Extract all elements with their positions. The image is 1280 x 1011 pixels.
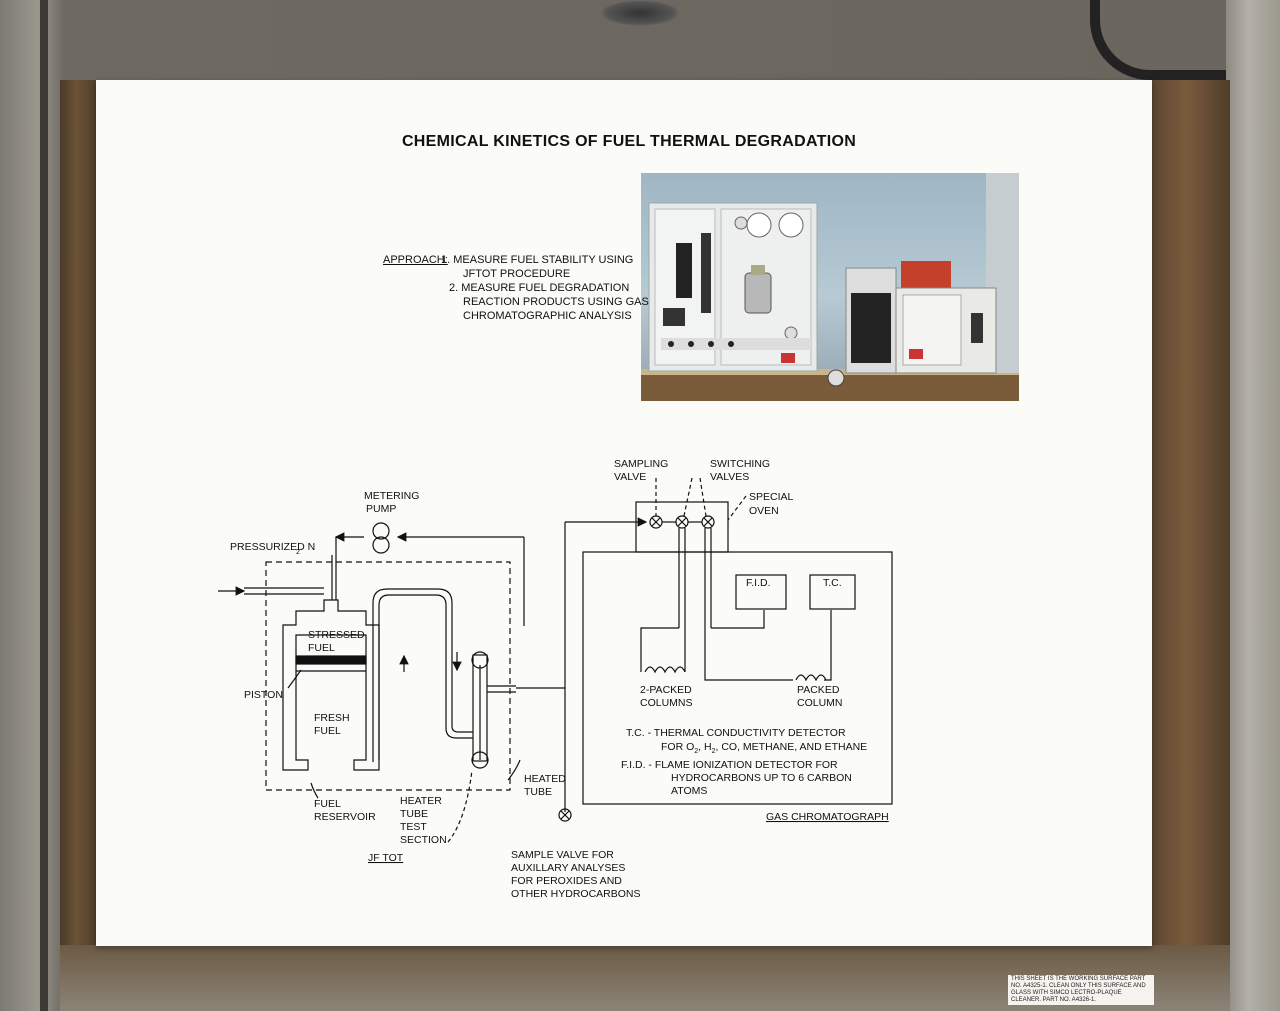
label-reservoir: RESERVOIR bbox=[314, 811, 376, 823]
label-packed: COLUMN bbox=[797, 697, 843, 709]
label-sampling-valve: VALVE bbox=[614, 471, 646, 483]
label-heated: HEATED bbox=[524, 773, 566, 785]
tc-definition: T.C. - THERMAL CONDUCTIVITY DETECTOR bbox=[626, 727, 846, 739]
approach-item: JFTOT PROCEDURE bbox=[463, 268, 571, 280]
special-oven bbox=[635, 501, 729, 553]
label-heated: TUBE bbox=[524, 786, 552, 798]
rod bbox=[40, 0, 48, 1011]
heater-tube-cap-top bbox=[471, 651, 489, 669]
label-gas-chromatograph: GAS CHROMATOGRAPH bbox=[766, 811, 889, 823]
approach-label: APPROACH: bbox=[383, 254, 448, 266]
fid-detector bbox=[735, 574, 787, 610]
label-pressurized-sub: 2 bbox=[296, 549, 300, 556]
approach-item: 2. MEASURE FUEL DEGRADATION bbox=[449, 282, 630, 294]
label-heater: HEATER bbox=[400, 795, 442, 807]
jftot-enclosure bbox=[265, 561, 511, 791]
schematic-diagram: PRESSURIZED N 2 METERING PUMP STRESSED F… bbox=[218, 458, 893, 900]
label-switching: SWITCHING bbox=[710, 458, 770, 470]
piston-leader bbox=[287, 669, 302, 689]
frame-right bbox=[1150, 80, 1230, 1011]
label-sample-valve: FOR PEROXIDES AND bbox=[511, 875, 622, 887]
fid-definition: F.I.D. - FLAME IONIZATION DETECTOR FOR bbox=[621, 759, 838, 771]
metering-pump-lobe bbox=[372, 522, 390, 540]
label-fid: F.I.D. bbox=[746, 577, 771, 589]
heated-tube-leader bbox=[507, 759, 521, 781]
label-sampling-valve: SAMPLING bbox=[614, 458, 668, 470]
label-switching: VALVES bbox=[710, 471, 749, 483]
return-loop-inner bbox=[372, 588, 473, 762]
poster-title: CHEMICAL KINETICS OF FUEL THERMAL DEGRAD… bbox=[401, 133, 857, 150]
tc-detector bbox=[809, 574, 856, 610]
label-special-oven: SPECIAL bbox=[749, 491, 794, 503]
label-fresh: FUEL bbox=[314, 725, 341, 737]
sample-valve bbox=[558, 808, 572, 822]
label-heater: TUBE bbox=[400, 808, 428, 820]
label-special-oven: OVEN bbox=[749, 505, 779, 517]
label-sample-valve: AUXILLARY ANALYSES bbox=[511, 862, 625, 874]
coiled-cord bbox=[1090, 0, 1260, 80]
label-metering: PUMP bbox=[366, 503, 396, 515]
label-2packed: 2-PACKED bbox=[640, 684, 692, 696]
tc-definition: FOR O2, H2, CO, METHANE, AND ETHANE bbox=[661, 741, 867, 755]
board-clip bbox=[600, 0, 680, 26]
equipment-photo-illustration bbox=[641, 173, 1019, 401]
label-pressurized: PRESSURIZED N bbox=[230, 541, 315, 553]
label-sample-valve: OTHER HYDROCARBONS bbox=[511, 888, 641, 900]
heater-tube-cap-bottom bbox=[471, 751, 489, 769]
packed-columns-coil bbox=[644, 666, 686, 674]
label-jftot: JF TOT bbox=[368, 852, 404, 864]
label-metering: METERING bbox=[364, 490, 419, 502]
label-heater: SECTION bbox=[400, 834, 447, 846]
gas-chromatograph-box bbox=[582, 551, 893, 805]
approach-item: 1. MEASURE FUEL STABILITY USING bbox=[441, 254, 634, 266]
return-loop bbox=[378, 594, 473, 760]
label-stressed: FUEL bbox=[308, 642, 335, 654]
poster-board: CHEMICAL KINETICS OF FUEL THERMAL DEGRAD… bbox=[96, 80, 1152, 946]
label-piston: PISTON bbox=[244, 689, 283, 701]
heater-test-leader bbox=[447, 769, 473, 843]
label-tc: T.C. bbox=[823, 577, 842, 589]
frame-left bbox=[60, 80, 100, 1011]
label-2packed: COLUMNS bbox=[640, 697, 693, 709]
fid-definition: HYDROCARBONS UP TO 6 CARBON bbox=[671, 772, 852, 784]
approach-item: CHROMATOGRAPHIC ANALYSIS bbox=[463, 310, 632, 322]
equipment-photo bbox=[641, 173, 1019, 401]
glass-edge bbox=[1226, 0, 1280, 1011]
metering-pump-lobe bbox=[372, 536, 390, 554]
label-fresh: FRESH bbox=[314, 712, 350, 724]
approach-item: REACTION PRODUCTS USING GAS bbox=[463, 296, 649, 308]
fid-definition: ATOMS bbox=[671, 785, 707, 797]
working-surface-sticker: THIS SHEET IS THE WORKING SURFACE PART N… bbox=[1008, 975, 1154, 1005]
reservoir-leader bbox=[310, 782, 319, 799]
label-sample-valve: SAMPLE VALVE FOR bbox=[511, 849, 614, 861]
packed-column-coil bbox=[795, 674, 827, 682]
heater-tube bbox=[472, 654, 488, 762]
piston bbox=[295, 655, 367, 665]
fuel-reservoir bbox=[282, 599, 380, 771]
label-stressed: STRESSED bbox=[308, 629, 365, 641]
label-reservoir: FUEL bbox=[314, 798, 341, 810]
label-heater: TEST bbox=[400, 821, 427, 833]
label-packed: PACKED bbox=[797, 684, 840, 696]
